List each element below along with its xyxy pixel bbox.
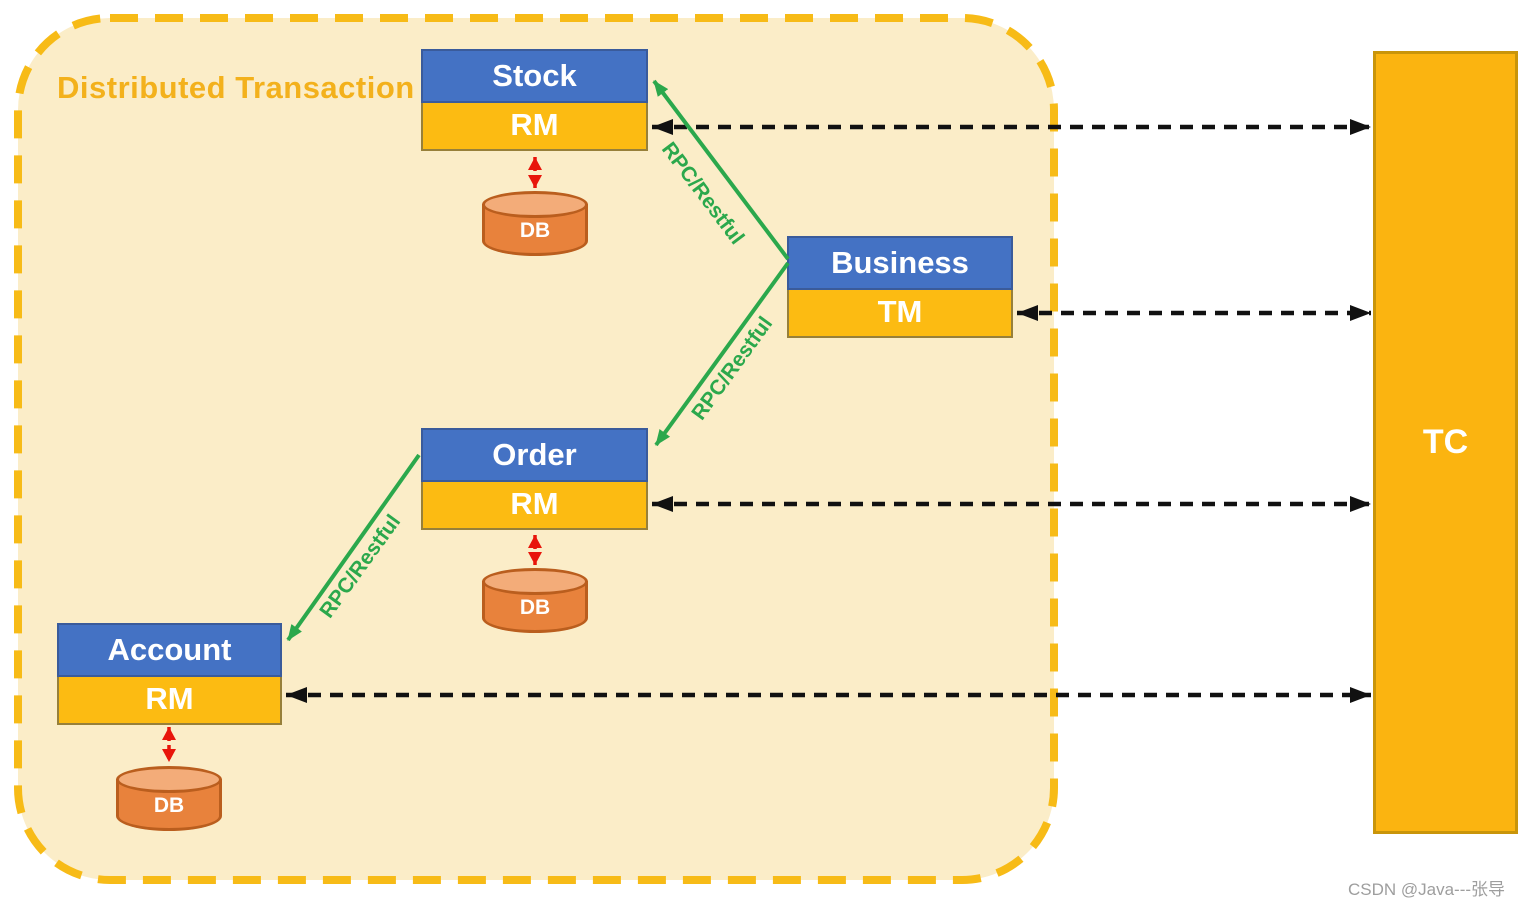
component-band-stock-rm: RM — [421, 103, 648, 151]
db-cylinder-top — [116, 766, 222, 793]
db-label-account: DB — [153, 794, 185, 817]
csdn-watermark: CSDN @Java---张导 — [1348, 880, 1506, 899]
component-band-business-tm: TM — [787, 290, 1013, 338]
db-cylinder-top — [482, 191, 588, 218]
database-stock: DB — [482, 191, 588, 256]
diagram-title: Distributed Transaction — [57, 70, 415, 105]
db-cylinder-top — [482, 568, 588, 595]
service-box-stock: Stock RM — [421, 49, 648, 151]
rpc-label-business-stock: RPC/Restful — [657, 138, 748, 249]
database-order: DB — [482, 568, 588, 633]
service-name-account: Account — [57, 623, 282, 677]
rpc-arrow-order-to-account — [286, 453, 421, 642]
rpc-arrow-business-to-order — [654, 261, 790, 447]
transaction-coordinator-box: TC — [1373, 51, 1518, 834]
rpc-label-order-account: RPC/Restful — [315, 511, 405, 623]
service-box-business: Business TM — [787, 236, 1013, 338]
service-box-account: Account RM — [57, 623, 282, 725]
rpc-arrow-business-to-stock — [652, 79, 790, 261]
database-account: DB — [116, 766, 222, 831]
service-name-stock: Stock — [421, 49, 648, 103]
service-name-order: Order — [421, 428, 648, 482]
component-band-account-rm: RM — [57, 677, 282, 725]
tc-label: TC — [1422, 423, 1469, 461]
rpc-label-business-order: RPC/Restful — [687, 313, 777, 425]
db-label-stock: DB — [519, 219, 551, 242]
db-label-order: DB — [519, 596, 551, 619]
service-box-order: Order RM — [421, 428, 648, 530]
component-band-order-rm: RM — [421, 482, 648, 530]
service-name-business: Business — [787, 236, 1013, 290]
